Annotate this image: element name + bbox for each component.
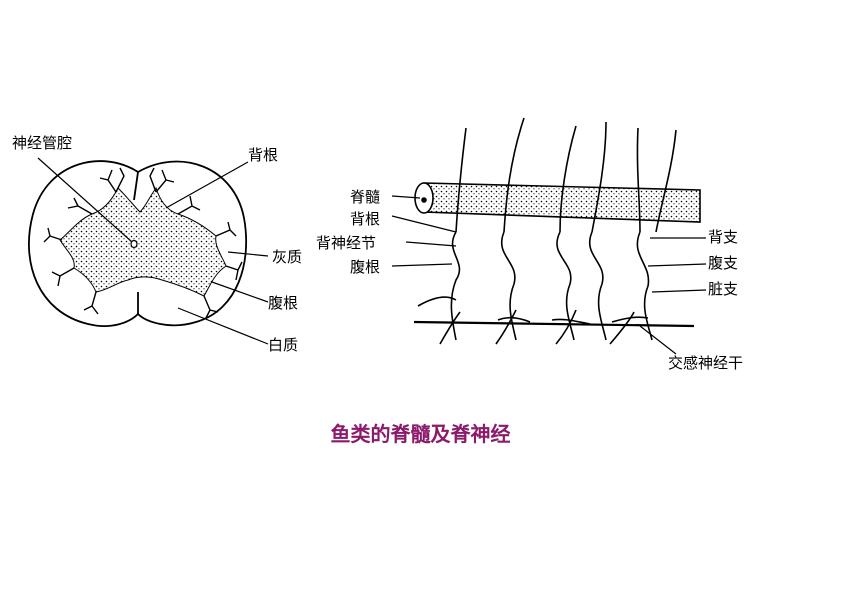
label-spinal-cord: 脊髓 bbox=[350, 188, 381, 206]
label-visceral-ramus: 脏支 bbox=[708, 280, 739, 298]
label-central-canal: 神经管腔 bbox=[12, 134, 73, 152]
cross-section-leaders bbox=[37, 157, 269, 345]
central-canal bbox=[130, 239, 138, 249]
sympathetic-trunk bbox=[413, 320, 695, 328]
figure-caption: 鱼类的脊髓及脊神经 bbox=[330, 422, 511, 446]
neuron-branches bbox=[43, 167, 243, 319]
cross-section-outline bbox=[28, 160, 248, 327]
label-sympathetic-trunk: 交感神经干 bbox=[668, 354, 744, 372]
label-white-matter: 白质 bbox=[268, 336, 299, 354]
label-spinal-ganglion: 背神经节 bbox=[316, 234, 377, 252]
label-gray-matter: 灰质 bbox=[272, 248, 303, 266]
label-dorsal-root-cross: 背根 bbox=[248, 146, 279, 164]
side-view-leaders bbox=[391, 195, 707, 355]
dorsal-groove bbox=[133, 171, 139, 201]
side-view-illustration bbox=[413, 117, 701, 345]
label-dorsal-ramus: 背支 bbox=[708, 228, 739, 246]
label-ventral-root-side: 腹根 bbox=[350, 258, 381, 276]
label-ventral-ramus: 腹支 bbox=[708, 254, 739, 272]
label-ventral-root-cross: 腹根 bbox=[268, 294, 299, 312]
gray-matter-region bbox=[59, 186, 227, 297]
cross-section-illustration bbox=[28, 160, 248, 327]
label-dorsal-root-side: 背根 bbox=[350, 210, 381, 228]
